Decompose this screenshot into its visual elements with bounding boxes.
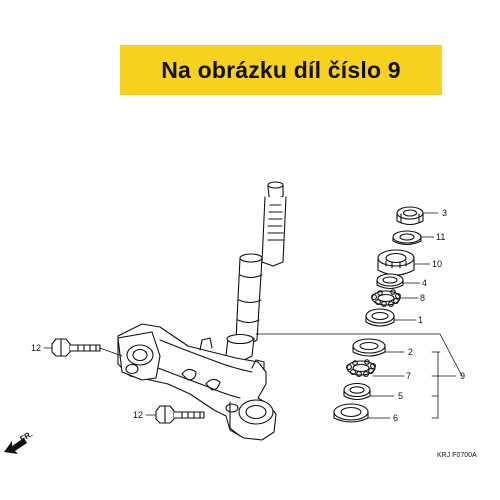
bolt-upper <box>51 338 123 357</box>
part-3-lock-nut <box>396 206 424 226</box>
part-number-banner: Na obrázku díl číslo 9 <box>120 45 442 95</box>
leader-lines <box>43 212 463 419</box>
callout-8: 8 <box>420 293 425 303</box>
part-6-dust-seal <box>333 403 369 423</box>
callout-1: 1 <box>418 315 423 325</box>
callout-3: 3 <box>442 208 447 218</box>
front-marker-label: FR. <box>19 429 35 443</box>
bolt-lower <box>155 405 205 424</box>
part-11-washer <box>392 230 422 246</box>
part-2-race <box>352 338 386 357</box>
banner-text: Na obrázku díl číslo 9 <box>161 56 401 83</box>
callout-2: 2 <box>408 347 413 357</box>
callout-7: 7 <box>406 371 411 381</box>
part-4-cone-race <box>376 273 404 290</box>
part-10-adjusting-nut <box>377 249 415 276</box>
callout-12-lower: 12 <box>133 410 143 420</box>
callout-4: 4 <box>422 278 427 288</box>
front-arrow-icon <box>4 438 27 454</box>
callout-12-upper: 12 <box>31 343 41 353</box>
part-8-ball-bearing <box>371 289 401 307</box>
figure-code: KRJ F0700A <box>437 452 477 459</box>
part-7-ball-bearing <box>346 359 376 377</box>
bottom-bridge <box>117 323 277 441</box>
callout-10: 10 <box>432 259 442 269</box>
part-5-cone-race <box>343 382 371 401</box>
callout-6: 6 <box>393 413 398 423</box>
steering-stem <box>225 181 287 363</box>
callout-11: 11 <box>436 232 445 242</box>
callout-5: 5 <box>398 391 403 401</box>
callout-9: 9 <box>460 371 465 381</box>
part-1-top-race <box>365 308 395 327</box>
